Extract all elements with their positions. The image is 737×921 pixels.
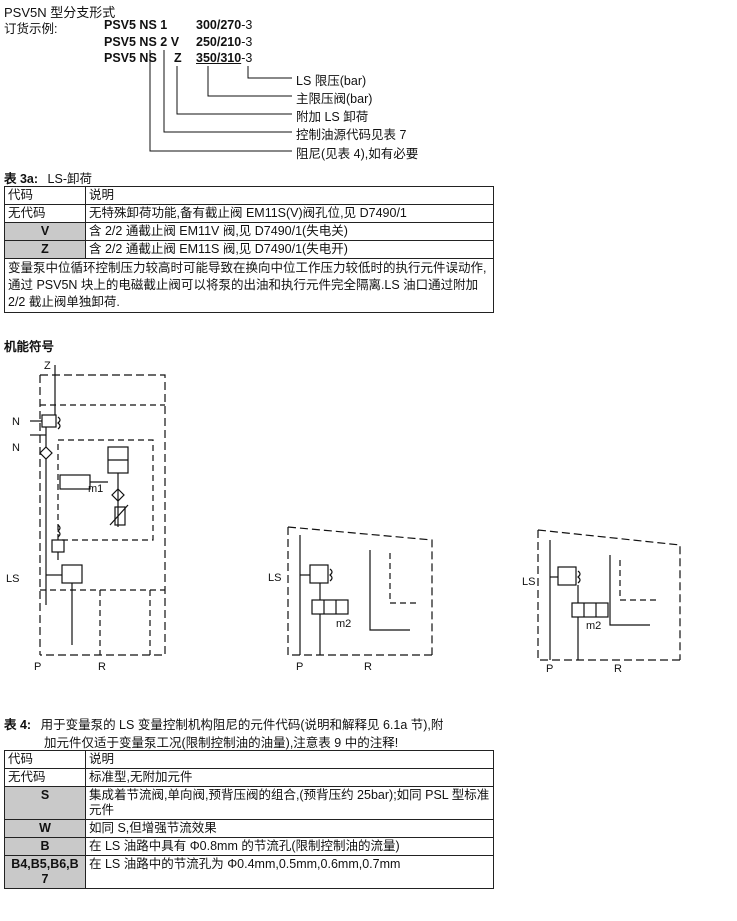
table-cell-desc: 含 2/2 通截止阀 EM11S 阀,见 D7490/1(失电开) [85,240,494,259]
table-cell-desc: 无特殊卸荷功能,备有截止阀 EM11S(V)阀孔位,见 D7490/1 [85,204,494,223]
order-pressure-3: 350/310-3 [196,51,253,65]
table-row: B4,B5,B6,B7 在 LS 油路中的节流孔为 Φ0.4mm,0.5mm,0… [4,855,494,889]
legend-ls-unload: 附加 LS 卸荷 [296,110,369,124]
legend-ls-limit: LS 限压(bar) [296,74,367,88]
table-row: W 如同 S,但增强节流效果 [4,819,494,838]
label-p-3: P [546,663,553,675]
table-cell-desc: 如同 S,但增强节流效果 [85,819,494,838]
table-header-code: 代码 [4,750,86,769]
label-m2: m2 [336,618,351,630]
label-m1: m1 [88,483,103,495]
table-cell-desc: 标准型,无附加元件 [85,768,494,787]
table-row: 变量泵中位循环控制压力较高时可能导致在换向中位工作压力较低时的执行元件误动作,通… [4,258,494,313]
symbols-heading: 机能符号 [4,340,55,354]
table-header-code: 代码 [4,186,86,205]
table-header-desc: 说明 [85,186,494,205]
label-z: Z [44,360,51,372]
label-ls: LS [6,573,19,585]
label-ls-3: LS [522,576,535,588]
legend-damping: 阻尼(见表 4),如有必要 [296,147,419,161]
legend-control-oil: 控制油源代码见表 7 [296,128,407,142]
order-pressure-1: 300/270-3 [196,18,253,32]
label-r-2: R [364,661,372,673]
label-r: R [98,661,106,673]
section-title: PSV5N 型分支形式 [4,5,116,20]
table-row: B 在 LS 油路中具有 Φ0.8mm 的节流孔(限制控制油的流量) [4,837,494,856]
hydraulic-symbol-diagram: Z N N m1 LS P R LS m2 P R LS m2 P R [6,360,681,675]
table-cell-desc: 集成着节流阀,单向阀,预背压阀的组合,(预背压约 25bar);如同 PSL 型… [85,786,494,820]
order-leader-lines [149,50,292,152]
table3a-caption: 表 3a: LS-卸荷 [4,172,92,186]
table-cell-code: B [4,837,86,856]
table4-caption-line2: 加元件仅适于变量泵工况(限制控制油的油量),注意表 9 中的注释! [44,736,399,750]
table-cell-code: Z [4,240,86,259]
table-row: V 含 2/2 通截止阀 EM11V 阀,见 D7490/1(失电关) [4,222,494,241]
label-ls-2: LS [268,572,281,584]
symbol-diagram-2 [287,526,433,656]
table-cell-desc: 在 LS 油路中具有 Φ0.8mm 的节流孔(限制控制油的流量) [85,837,494,856]
label-r-3: R [614,663,622,675]
table-cell-code: 无代码 [4,204,86,223]
table4: 代码 说明 无代码 标准型,无附加元件 S 集成着节流阀,单向阀,预背压阀的组合… [4,750,494,889]
label-m2-3: m2 [586,620,601,632]
legend-main-limit: 主限压阀(bar) [296,92,373,106]
order-example-label: 订货示例: [4,22,58,36]
table-cell-code: V [4,222,86,241]
label-p: P [34,661,41,673]
order-model-2: PSV5 NS 2 V [104,35,180,49]
table3a: 代码 说明 无代码 无特殊卸荷功能,备有截止阀 EM11S(V)阀孔位,见 D7… [4,186,494,313]
table4-caption: 表 4: 用于变量泵的 LS 变量控制机构阻尼的元件代码(说明和解释见 6.1a… [4,718,444,732]
label-n-1: N [12,416,20,428]
table-cell-desc: 在 LS 油路中的节流孔为 Φ0.4mm,0.5mm,0.6mm,0.7mm [85,855,494,889]
table-row: Z 含 2/2 通截止阀 EM11S 阀,见 D7490/1(失电开) [4,240,494,259]
table-row: 代码 说明 [4,750,494,769]
table-row: 代码 说明 [4,186,494,205]
table-cell-code: 无代码 [4,768,86,787]
label-p-2: P [296,661,303,673]
symbol-diagram-1 [30,365,166,656]
order-model-3: PSV5 NS [104,51,157,65]
order-model-3-code: Z [174,51,182,65]
order-pressure-2: 250/210-3 [196,35,253,49]
table-header-desc: 说明 [85,750,494,769]
table3a-note: 变量泵中位循环控制压力较高时可能导致在换向中位工作压力较低时的执行元件误动作,通… [4,258,494,313]
order-model-1: PSV5 NS 1 [104,18,168,32]
symbol-diagram-3 [537,529,681,661]
label-n-2: N [12,442,20,454]
table-cell-code: S [4,786,86,820]
table-cell-desc: 含 2/2 通截止阀 EM11V 阀,见 D7490/1(失电关) [85,222,494,241]
table-row: 无代码 无特殊卸荷功能,备有截止阀 EM11S(V)阀孔位,见 D7490/1 [4,204,494,223]
table-row: 无代码 标准型,无附加元件 [4,768,494,787]
table-row: S 集成着节流阀,单向阀,预背压阀的组合,(预背压约 25bar);如同 PSL… [4,786,494,820]
table-cell-code: W [4,819,86,838]
table-cell-code: B4,B5,B6,B7 [4,855,86,889]
